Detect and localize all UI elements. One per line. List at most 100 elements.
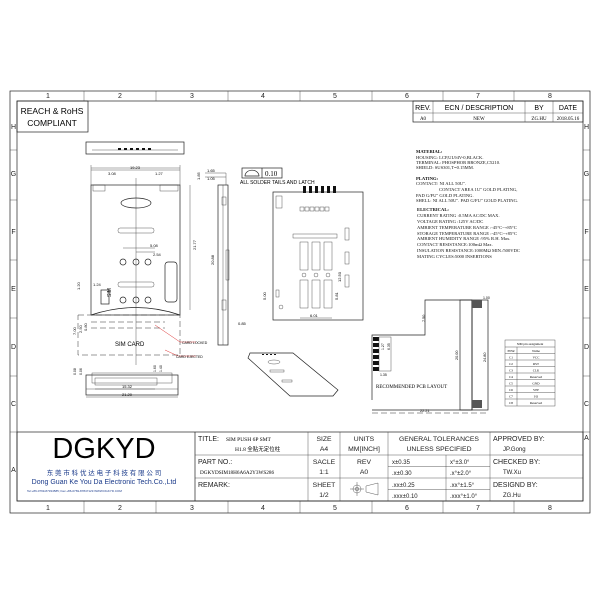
name-cell: VCC <box>533 356 541 360</box>
pin-cell: C1 <box>509 356 513 360</box>
column-label: 8 <box>548 93 552 100</box>
dim-label: 1.60 <box>153 365 157 372</box>
approved-value: JP.Gong <box>503 447 526 453</box>
spec-line: AMBIENT HUMIDITY RANGE :95% R.H. Max. <box>417 236 510 241</box>
dim-label: 20.88 <box>210 254 215 265</box>
name-cell: GND <box>532 382 540 386</box>
row-label: C <box>11 401 16 408</box>
dim-label: 22.21 <box>420 409 430 413</box>
dim-label: 7.50 <box>422 315 426 322</box>
plating-title: PLATING: <box>416 176 439 181</box>
dim-label: 1.27 <box>155 171 164 176</box>
name-cell: Reserved <box>530 375 543 379</box>
tolerance-linear: x±0.35 <box>392 460 411 466</box>
compliance-line2: COMPLIANT <box>27 118 77 128</box>
column-label: 1 <box>46 93 50 100</box>
dim-label: 21.20 <box>122 392 133 397</box>
row-label: H <box>11 124 16 131</box>
flatness-note: ALL SOLDER TAILS AND LATCH <box>240 180 315 186</box>
tolerance-angular: .xxx°±1.0° <box>450 494 478 500</box>
size-label: SIZE <box>316 436 332 443</box>
spec-line: AMBIENT TEMPERATURE RANGE :-45°C~+85°C <box>417 225 517 230</box>
rev-cell: A0 <box>420 117 427 122</box>
tolerance-subtitle: UNLESS SPECIFIED <box>407 446 472 453</box>
dim-label: 1.65 <box>207 168 216 173</box>
row-label: D <box>11 344 16 351</box>
spec-line: HOUSING: LCP,UL94V-0,BLACK. <box>416 155 483 161</box>
spec-line: CONTACT AREA 1U" GOLD PLATING, <box>439 187 517 193</box>
bottom-view: 6.01 5.00 12.50 5.81 <box>262 186 364 321</box>
name-header: Name <box>532 349 540 353</box>
dim-label: 6.35 <box>387 343 391 350</box>
column-label: 4 <box>261 93 265 100</box>
designed-value: ZG.Hu <box>503 493 521 499</box>
row-label: A <box>11 467 16 474</box>
column-label: 5 <box>333 93 337 100</box>
flatness-callout: 0.10 ALL SOLDER TAILS AND LATCH <box>240 167 315 186</box>
dim-label: 5.81 <box>334 291 339 300</box>
company-logo: DGKYD <box>52 433 155 465</box>
dim-label: 3.08 <box>108 171 117 176</box>
pcb-layout: 7.50 20.00 24.80 22.21 1.27 6.35 1.35 1.… <box>371 296 490 414</box>
title-block: DGKYD 东 莞 市 科 优 达 电 子 科 技 有 限 公 司 Dong G… <box>16 431 584 502</box>
row-label: G <box>584 171 589 178</box>
part-no-value: DGKYDSIM18H6A6A2Y3WS286 <box>200 470 274 476</box>
dim-label: 1.00 <box>483 296 490 300</box>
pin-cell: C7 <box>509 395 513 399</box>
front-view: 15.32 21.20 0.08 0.06 1.60 1.40 <box>73 365 179 398</box>
row-label: F <box>11 229 15 236</box>
dim-label: 0.08 <box>73 368 77 375</box>
column-label: 2 <box>118 505 122 512</box>
row-label: H <box>584 124 589 131</box>
tolerance-angular: .x°±2.0° <box>450 471 472 477</box>
column-label: 8 <box>548 505 552 512</box>
row-label: E <box>11 286 16 293</box>
dim-label: 2.54 <box>153 252 162 257</box>
name-cell: VPP <box>533 388 539 392</box>
scale-value: 1:1 <box>319 469 329 476</box>
dim-label: 1.27 <box>381 343 385 350</box>
revision-table: REV. ECN / DESCRIPTION BY DATE A0 NEW ZG… <box>412 100 584 123</box>
name-cell: RST <box>533 362 539 366</box>
designed-label: DESIGND BY: <box>493 482 538 489</box>
column-label: 5 <box>333 505 337 512</box>
tolerance-linear: .xxx±0.10 <box>392 494 418 500</box>
size-value: A4 <box>320 446 329 453</box>
sheet-value: 1/2 <box>319 492 329 499</box>
dim-label: 0.06 <box>79 368 83 375</box>
pin-cell: C8 <box>509 401 513 405</box>
column-label: 6 <box>405 93 409 100</box>
dim-label: 0.80 <box>83 322 88 331</box>
row-label: F <box>584 229 588 236</box>
dim-label: 1.35 <box>380 373 387 377</box>
sim-card-label: SIM CARD <box>115 342 145 348</box>
date-header: DATE <box>559 105 577 112</box>
row-label: A <box>584 435 589 442</box>
part-no-label: PART NO.: <box>198 459 232 466</box>
row-label: G <box>11 171 16 178</box>
card-ejected-label: CARD EJECTED <box>176 355 203 359</box>
dim-label: 1.40 <box>159 365 163 372</box>
dim-label: 1.85 <box>196 171 201 180</box>
dim-label: 6.01 <box>310 313 319 318</box>
column-label: 1 <box>46 505 50 512</box>
title-label: TITLE: <box>198 436 219 443</box>
approved-label: APPROVED BY: <box>493 436 545 443</box>
side-view: 1.65 1.05 20.88 0.85 <box>205 168 247 346</box>
by-header: BY <box>534 105 544 112</box>
column-label: 3 <box>190 93 194 100</box>
pin-header: PIN# <box>508 349 515 353</box>
units-label: UNITS <box>354 436 375 443</box>
profile-of-surface-icon <box>244 169 260 177</box>
name-cell: CLK <box>533 369 540 373</box>
dim-label: 24.80 <box>483 352 487 362</box>
top-view-dimensions: 19.23 3.08 1.27 21.77 5.08 2.54 1.20 1.2… <box>72 165 201 335</box>
tolerance-angular: x°±3.0° <box>450 460 470 466</box>
pin-cell: C6 <box>509 388 513 392</box>
spec-line: TERMINAL: PHOSPHOR BRONZE,C5210. <box>416 160 500 166</box>
row-label: D <box>584 344 589 351</box>
by-cell: ZG.HU <box>531 117 547 122</box>
spec-line: STORAGE TEMPERATURE RANGE :-45°C~+85°C <box>417 231 517 236</box>
specifications: MATERIAL: HOUSING: LCP,UL94V-0,BLACK. TE… <box>416 149 520 259</box>
